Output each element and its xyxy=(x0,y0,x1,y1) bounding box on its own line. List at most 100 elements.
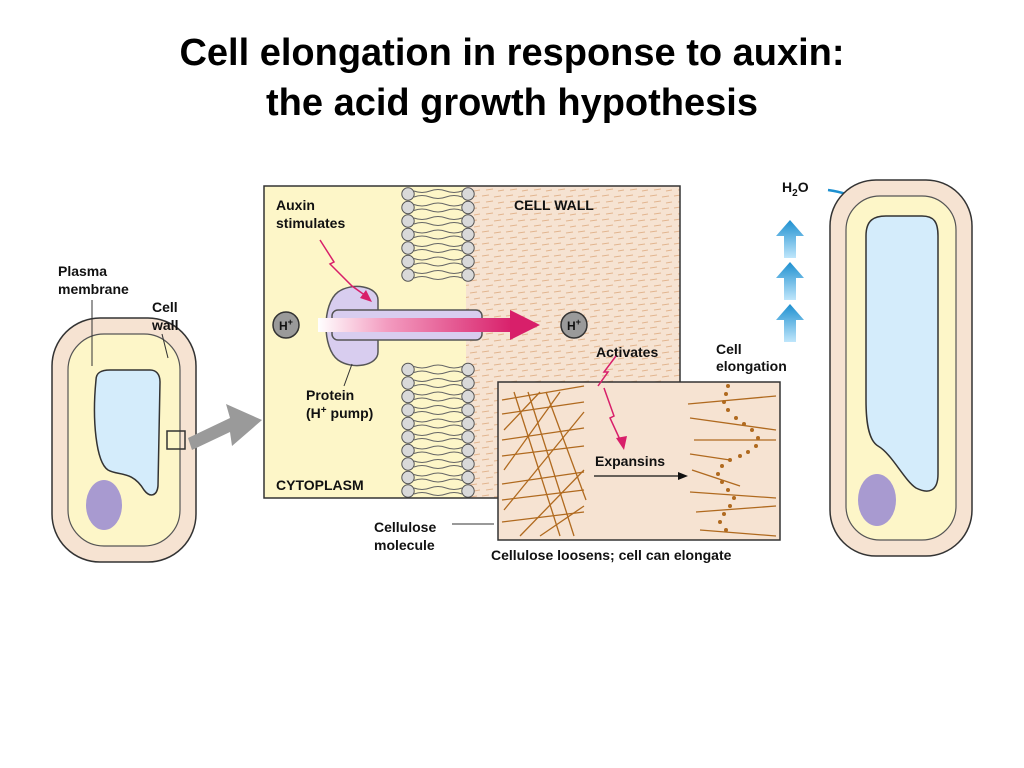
lipid-head xyxy=(401,200,415,215)
cross-link-dot xyxy=(724,528,728,532)
cross-link-dot xyxy=(742,422,746,426)
lipid-tail xyxy=(413,208,463,213)
cellulose-fiber xyxy=(689,453,731,461)
plasma-membrane-label-2: membrane xyxy=(58,281,129,297)
lipid-head xyxy=(461,200,475,215)
lipid-tail xyxy=(413,451,463,456)
cellulose-molecule-label-2: molecule xyxy=(374,537,435,553)
lipid-head xyxy=(401,227,415,242)
lipid-head xyxy=(461,484,475,498)
lipid-head xyxy=(461,416,475,431)
cell-elongation-label-2: elongation xyxy=(716,358,787,374)
cellulose-network-loosened xyxy=(687,384,777,537)
lipid-head xyxy=(461,457,475,471)
cell-wall-label-2: wall xyxy=(151,317,178,333)
proton-flow-arrow-shaft xyxy=(318,318,514,332)
title-line-2: the acid growth hypothesis xyxy=(266,82,758,124)
lipid-head xyxy=(461,470,475,485)
phospholipid-bilayer xyxy=(401,187,475,498)
lipid-head xyxy=(401,457,415,471)
cellulose-fiber xyxy=(527,391,575,537)
lipid-head xyxy=(401,376,415,390)
lipid-tail xyxy=(413,378,463,382)
lipid-tail xyxy=(413,438,463,442)
cross-link-dot xyxy=(720,464,724,468)
cellulose-fiber xyxy=(689,417,777,431)
cellulose-fiber xyxy=(501,471,585,485)
cell-wall-pointer xyxy=(161,333,169,359)
cross-link-dot xyxy=(750,428,754,432)
auxin-arrow-head xyxy=(360,290,372,302)
cross-link-dot xyxy=(720,480,724,484)
proton-right-icon xyxy=(560,311,588,339)
cell-wall-label-1: Cell xyxy=(152,299,178,315)
lipid-head xyxy=(401,403,415,417)
lipid-tail xyxy=(413,405,463,409)
lipid-head xyxy=(461,227,475,242)
elongation-arrows: Cell elongation xyxy=(716,220,804,374)
lipid-tail xyxy=(413,229,463,234)
lipid-tail xyxy=(413,465,463,469)
cellulose-fiber xyxy=(539,505,585,537)
lipid-tail xyxy=(413,243,463,247)
cellulose-fiber xyxy=(503,391,541,431)
lipid-head xyxy=(401,254,415,269)
lipid-head xyxy=(461,268,475,282)
lipid-tail xyxy=(413,432,463,436)
cellulose-fiber xyxy=(501,401,585,415)
lipid-tail xyxy=(413,418,463,423)
lipid-tail xyxy=(413,370,463,375)
elongated-cell xyxy=(829,179,973,557)
lipid-tail xyxy=(413,189,463,193)
elongated-cell-nucleus xyxy=(858,474,896,526)
up-arrow-1-icon xyxy=(776,220,804,258)
cross-link-dot xyxy=(716,472,720,476)
lipid-head xyxy=(401,362,415,377)
cytoplasm-label: CYTOPLASM xyxy=(276,477,364,493)
cellulose-fiber xyxy=(687,395,777,405)
cross-link-dot xyxy=(724,392,728,396)
lipid-tail xyxy=(413,222,463,226)
cell-wall-header: CELL WALL xyxy=(514,197,594,213)
activates-label: Activates xyxy=(596,344,658,360)
cross-link-dot xyxy=(738,454,742,458)
protein-label-1: Protein xyxy=(306,387,354,403)
zoom-region-box xyxy=(166,430,186,450)
cellulose-fiber xyxy=(689,491,777,499)
proton-flow-arrow-head xyxy=(510,310,540,340)
expansins-label: Expansins xyxy=(595,453,665,469)
small-cell-vacuole xyxy=(93,369,161,496)
lipid-head xyxy=(461,241,475,255)
cellulose-fiber xyxy=(519,469,585,537)
page-title: Cell elongation in response to auxin: th… xyxy=(0,28,1024,128)
cross-link-dot xyxy=(756,436,760,440)
up-arrow-2-icon xyxy=(776,262,804,300)
lipid-tail xyxy=(413,391,463,396)
lipid-head xyxy=(401,416,415,431)
lipid-head xyxy=(401,443,415,458)
lipid-tail xyxy=(413,478,463,483)
cross-link-dot xyxy=(726,408,730,412)
lipid-head xyxy=(401,484,415,498)
cellulose-fiber xyxy=(695,505,777,513)
lipid-tail xyxy=(413,492,463,496)
protein-pointer xyxy=(343,363,353,387)
lipid-head xyxy=(461,214,475,228)
cellulose-fiber xyxy=(501,489,585,501)
lipid-head xyxy=(401,187,415,201)
lipid-head xyxy=(461,376,475,390)
lipid-head xyxy=(461,362,475,377)
cellulose-network-intact xyxy=(501,385,587,537)
lipid-tail xyxy=(413,472,463,477)
protein-label-2: (H+ pump) xyxy=(306,405,373,421)
lipid-tail xyxy=(413,235,463,240)
cross-link-dot xyxy=(734,416,738,420)
proton-left-icon xyxy=(272,311,300,339)
cellulose-fiber xyxy=(513,391,561,537)
lipid-tail xyxy=(413,424,463,429)
cell-elongation-label-1: Cell xyxy=(716,341,742,357)
lipid-head xyxy=(401,389,415,404)
lipid-tail xyxy=(413,262,463,267)
lipid-head xyxy=(461,254,475,269)
small-cell-nucleus xyxy=(86,480,122,530)
